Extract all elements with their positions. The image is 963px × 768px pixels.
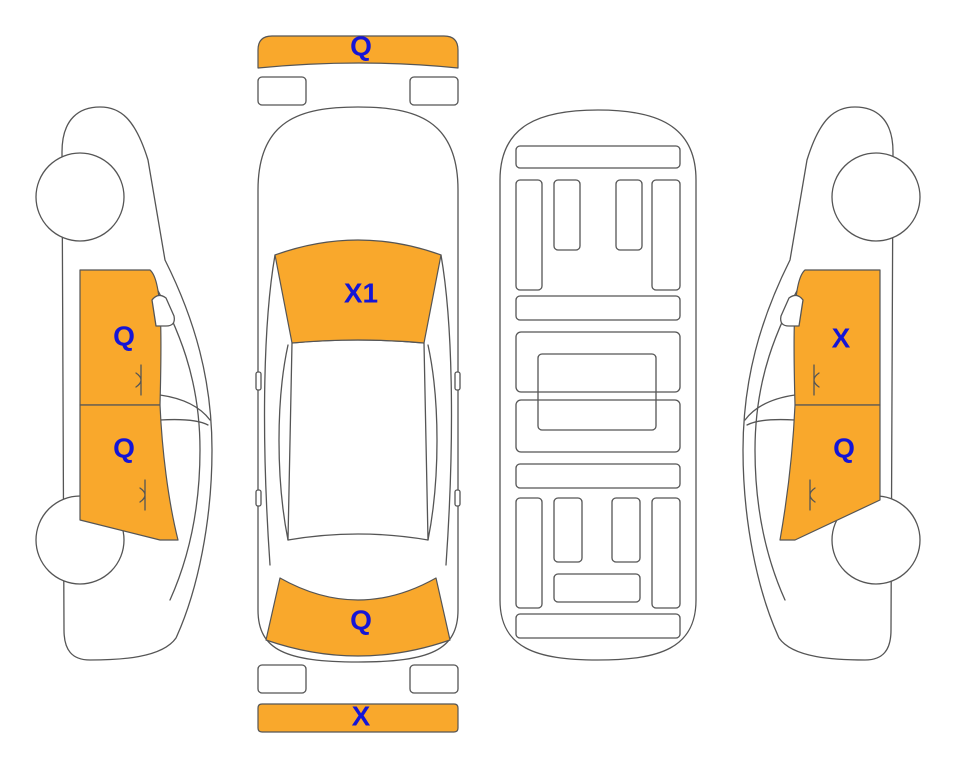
rear-window-panel[interactable]	[265, 577, 451, 657]
top-view-left-handle	[255, 489, 262, 507]
top-view-body	[257, 106, 459, 663]
left-door-handle-front	[135, 364, 142, 396]
right-door-handle-rear	[809, 479, 816, 511]
top-view-right-handle	[454, 489, 461, 507]
top-view-left-window-line	[263, 254, 276, 566]
left-rear-door-label: Q	[113, 432, 135, 463]
left-rear-door-panel[interactable]	[79, 404, 179, 541]
rear-bumper-label: X	[352, 700, 371, 731]
right-mirror	[780, 294, 804, 327]
top-view-left-window-inner	[278, 344, 289, 541]
right-rear-door-panel[interactable]	[779, 404, 881, 541]
underbody-view	[499, 109, 697, 661]
rear-left-light	[257, 664, 307, 694]
right-rear-door-label: Q	[833, 432, 855, 463]
rear-window-label: Q	[350, 604, 372, 635]
rear-right-light	[409, 664, 459, 694]
left-mirror	[151, 294, 175, 327]
windshield-panel[interactable]	[274, 239, 442, 344]
top-view-right-mirror	[454, 371, 461, 391]
front-bumper-panel[interactable]	[257, 35, 459, 69]
front-left-light	[257, 76, 307, 106]
left-door-handle-rear	[139, 479, 146, 511]
top-view-right-window-inner	[427, 344, 438, 541]
right-door-handle-front	[813, 364, 820, 396]
front-bumper-label: Q	[350, 30, 372, 61]
rear-bumper-panel[interactable]	[257, 703, 459, 733]
right-front-door-label: X	[832, 322, 851, 353]
left-front-door-label: Q	[113, 320, 135, 351]
top-view-left-mirror	[255, 371, 262, 391]
front-right-light	[409, 76, 459, 106]
top-view-right-window-line	[440, 254, 453, 566]
windshield-label: X1	[344, 277, 378, 308]
